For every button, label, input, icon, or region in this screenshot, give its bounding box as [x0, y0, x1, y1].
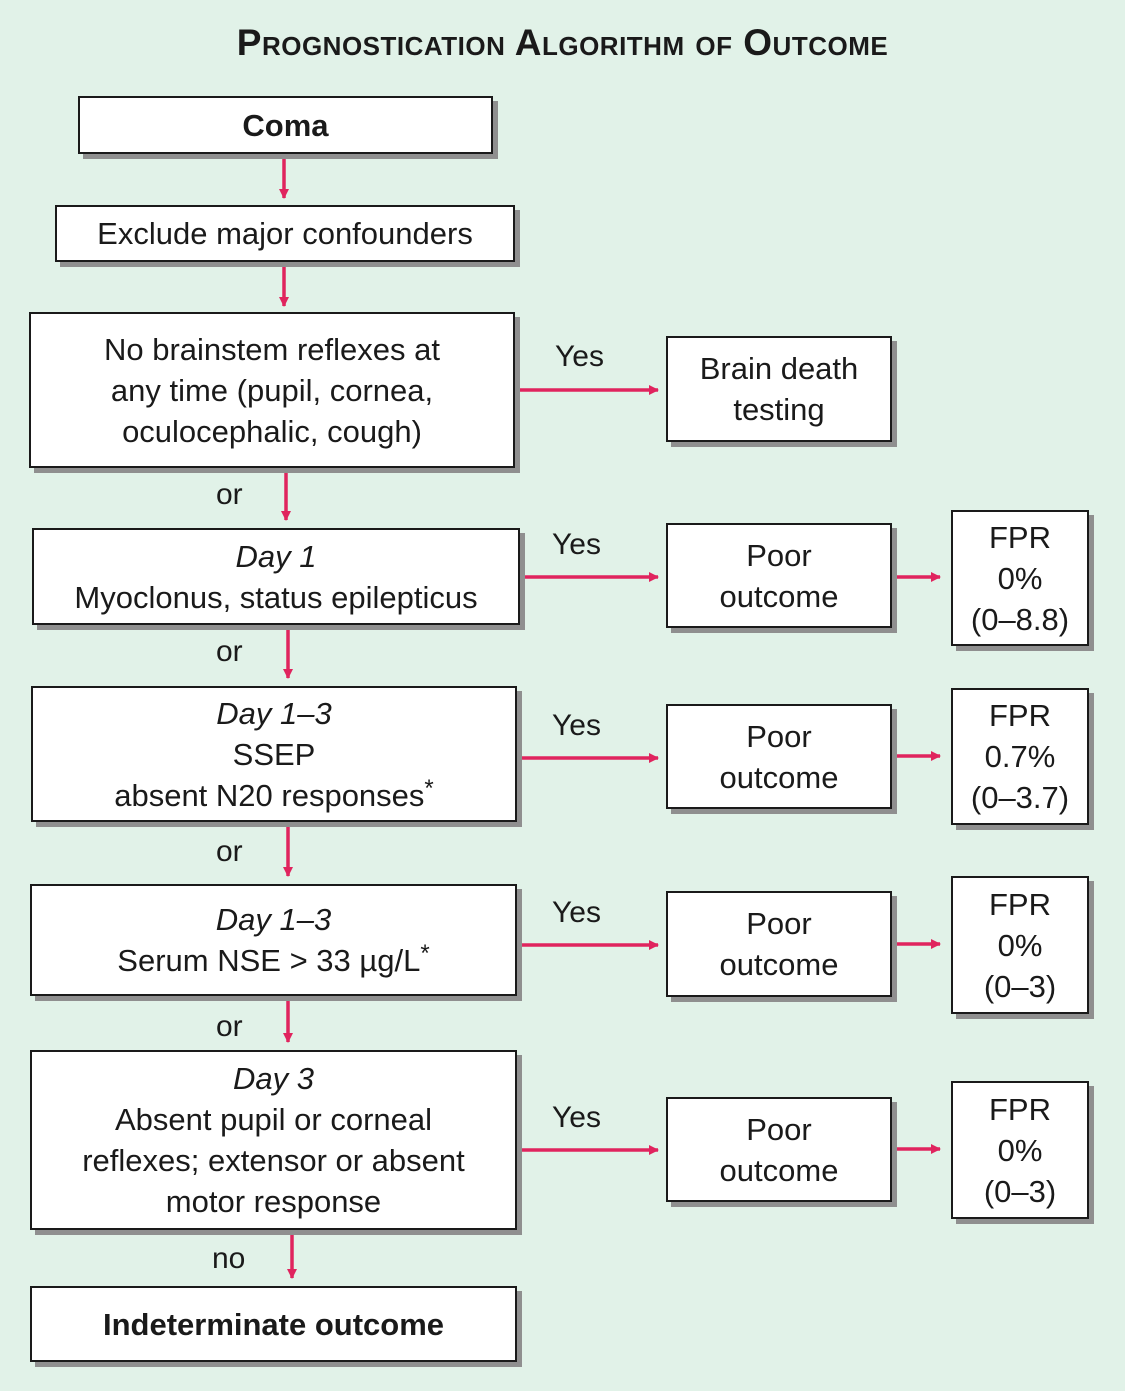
poor-outcome-box-2: Poor outcome — [666, 704, 892, 809]
fpr-2-label: FPR — [989, 698, 1051, 733]
reflexes-line-2: reflexes; extensor or absent — [82, 1143, 465, 1178]
fpr-2-value: 0.7% — [984, 739, 1056, 774]
or-label-4: or — [216, 1010, 243, 1043]
or-label-3: or — [216, 835, 243, 868]
or-label-1: or — [216, 478, 243, 511]
coma-label: Coma — [242, 107, 329, 143]
coma-box: Coma — [78, 96, 493, 154]
fpr-3-label: FPR — [989, 886, 1051, 922]
reflexes-box: Day 3 Absent pupil or corneal reflexes; … — [30, 1050, 517, 1230]
brainstem-box: No brainstem reflexes at any time (pupil… — [29, 312, 515, 468]
nse-asterisk: * — [420, 940, 430, 967]
myoclonus-line-1: Myoclonus, status epilepticus — [74, 579, 478, 615]
ssep-day: Day 1–3 — [216, 695, 332, 731]
poor-outcome-box-1: Poor outcome — [666, 523, 892, 628]
brain-death-line-1: Brain death — [699, 351, 859, 386]
ssep-box: Day 1–3 SSEP absent N20 responses* — [31, 686, 517, 822]
ssep-line-2-wrap: absent N20 responses* — [114, 775, 434, 816]
brainstem-line-1: No brainstem reflexes at — [104, 331, 440, 367]
poor-outcome-box-4: Poor outcome — [666, 1097, 892, 1202]
indeterminate-label: Indeterminate outcome — [102, 1306, 445, 1342]
indeterminate-box: Indeterminate outcome — [30, 1286, 517, 1362]
poor-outcome-2-line-2: outcome — [719, 759, 839, 795]
fpr-4-value: 0% — [997, 1132, 1043, 1168]
nse-line-1: Serum NSE > 33 µg/L — [117, 943, 421, 978]
yes-label-brain-death: Yes — [555, 340, 604, 373]
poor-outcome-4-line-2: outcome — [719, 1152, 839, 1188]
reflexes-day: Day 3 — [233, 1061, 314, 1096]
no-label: no — [212, 1242, 246, 1275]
brainstem-line-3: oculocephalic, cough) — [122, 413, 422, 449]
fpr-4-range: (0–3) — [983, 1173, 1057, 1209]
ssep-line-1: SSEP — [232, 736, 316, 772]
fpr-1-range: (0–8.8) — [970, 601, 1070, 637]
yes-label-2: Yes — [552, 709, 601, 742]
brainstem-line-2: any time (pupil, cornea, — [110, 372, 434, 408]
diagram-title: Prognostication Algorithm of Outcome — [236, 22, 889, 63]
fpr-4-label: FPR — [989, 1091, 1051, 1127]
ssep-asterisk: * — [424, 774, 434, 802]
reflexes-line-1: Absent pupil or corneal — [114, 1102, 433, 1137]
myoclonus-box: Day 1 Myoclonus, status epilepticus — [32, 528, 520, 625]
reflexes-line-3: motor response — [165, 1184, 382, 1219]
nse-line-1-wrap: Serum NSE > 33 µg/L* — [117, 940, 429, 981]
yes-label-4: Yes — [552, 1101, 601, 1134]
yes-label-3: Yes — [552, 896, 601, 929]
fpr-2-range: (0–3.7) — [970, 780, 1070, 815]
exclude-confounders-box: Exclude major confounders — [55, 205, 515, 262]
fpr-3-value: 0% — [997, 927, 1043, 963]
fpr-box-3: FPR 0% (0–3) — [951, 876, 1089, 1014]
myoclonus-day: Day 1 — [235, 538, 317, 574]
poor-outcome-3-line-1: Poor — [746, 906, 812, 941]
brain-death-box: Brain death testing — [666, 336, 892, 442]
or-label-2: or — [216, 635, 243, 668]
nse-box: Day 1–3 Serum NSE > 33 µg/L* — [30, 884, 517, 996]
ssep-line-2: absent N20 responses — [114, 777, 425, 813]
yes-label-1: Yes — [552, 528, 601, 561]
nse-day: Day 1–3 — [215, 902, 332, 937]
fpr-box-4: FPR 0% (0–3) — [951, 1081, 1089, 1219]
poor-outcome-2-line-1: Poor — [746, 718, 812, 754]
fpr-box-1: FPR 0% (0–8.8) — [951, 510, 1089, 646]
fpr-1-label: FPR — [989, 519, 1051, 555]
fpr-1-value: 0% — [997, 560, 1043, 596]
poor-outcome-4-line-1: Poor — [746, 1111, 812, 1147]
poor-outcome-3-line-2: outcome — [719, 947, 839, 982]
poor-outcome-box-3: Poor outcome — [666, 891, 892, 997]
poor-outcome-1-line-2: outcome — [719, 578, 839, 614]
fpr-3-range: (0–3) — [983, 968, 1057, 1004]
exclude-confounders-label: Exclude major confounders — [97, 216, 473, 251]
poor-outcome-1-line-1: Poor — [746, 537, 812, 573]
brain-death-line-2: testing — [733, 392, 825, 427]
fpr-box-2: FPR 0.7% (0–3.7) — [951, 688, 1089, 825]
